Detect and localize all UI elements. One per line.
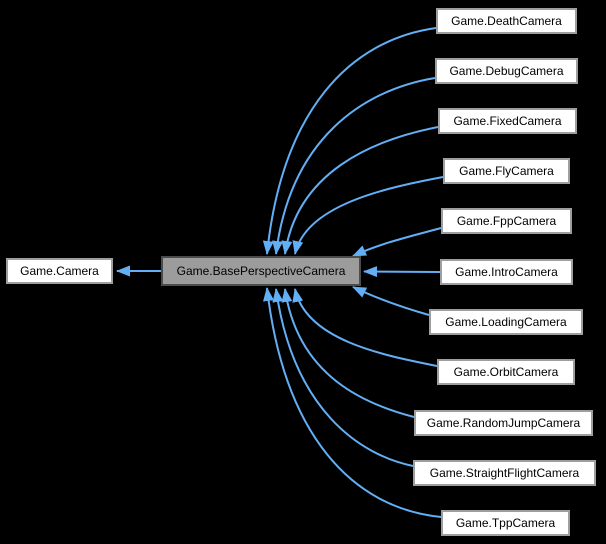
edge-debugcamera (272, 77, 436, 255)
class-node-game-tppcamera[interactable]: Game.TppCamera (441, 510, 570, 536)
class-node-game-orbitcamera[interactable]: Game.OrbitCamera (437, 359, 575, 385)
class-node-game-debugcamera[interactable]: Game.DebugCamera (435, 58, 578, 84)
edge-orbitcamera (292, 288, 438, 367)
class-node-game-flycamera[interactable]: Game.FlyCamera (443, 158, 570, 184)
edge-straightflightcamera (272, 288, 414, 467)
class-node-game-fixedcamera[interactable]: Game.FixedCamera (438, 108, 577, 134)
class-node-game-loadingcamera[interactable]: Game.LoadingCamera (429, 309, 583, 335)
edge-fppcamera (352, 227, 442, 257)
class-node-game-fppcamera[interactable]: Game.FppCamera (441, 208, 572, 234)
edge-loadingcamera (352, 286, 430, 316)
edge-randomjumpcamera (281, 288, 415, 418)
edge-fixedcamera (281, 126, 439, 255)
class-node-game-deathcamera[interactable]: Game.DeathCamera (436, 8, 577, 34)
class-node-game-introcamera[interactable]: Game.IntroCamera (440, 259, 573, 285)
edge-introcamera (363, 266, 441, 278)
class-node-game-straightflightcamera[interactable]: Game.StraightFlightCamera (413, 460, 596, 486)
edge-tppcamera (263, 287, 442, 518)
class-node-game-randomjumpcamera[interactable]: Game.RandomJumpCamera (414, 410, 593, 436)
class-node-current-game-baseperspectivecamera: Game.BasePerspectiveCamera (161, 256, 361, 286)
edge-deathcamera (262, 27, 437, 255)
class-node-game-camera[interactable]: Game.Camera (6, 258, 113, 284)
edge-flycamera (292, 176, 444, 255)
